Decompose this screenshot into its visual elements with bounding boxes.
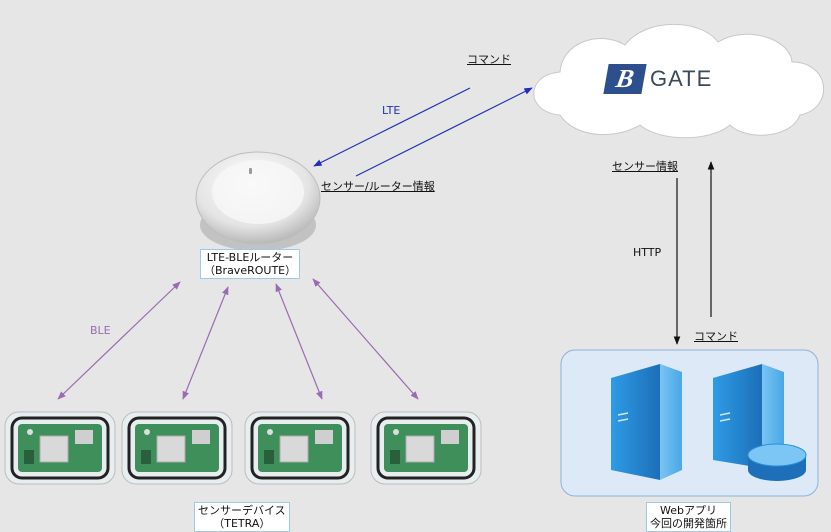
lte-label: LTE (382, 104, 401, 117)
sensor-name-line1: センサーデバイス (198, 504, 286, 517)
server-icon (611, 364, 682, 480)
router-icon (195, 151, 321, 251)
sensor-device-icon (244, 411, 356, 485)
webapp-name-line1: Webアプリ (660, 504, 717, 517)
ble-label: BLE (90, 324, 111, 337)
ble-arrow-3 (275, 283, 323, 400)
sensor-device-icon (121, 411, 233, 485)
ble-arrow-1 (57, 281, 181, 400)
sensor-router-info-label: センサー/ルーター情報 (321, 180, 435, 193)
router-name-line1: LTE-BLEルーター (206, 251, 294, 264)
webapp-name-box: Webアプリ 今回の開発箇所 (646, 502, 731, 532)
webapp-name-line2: 今回の開発箇所 (650, 517, 727, 530)
sensor-device-icon (370, 411, 482, 485)
server-icon (713, 364, 784, 468)
lte-downlink-arrow (313, 87, 471, 167)
router-name-line2: （BraveROUTE） (204, 264, 297, 277)
ble-arrow-2 (182, 286, 229, 400)
lte-uplink-arrow (355, 87, 533, 177)
sensor-device-icon (4, 411, 116, 485)
command-right-label: コマンド (694, 330, 738, 343)
cloud-icon (533, 23, 825, 139)
sensor-name-box: センサーデバイス （TETRA） (194, 502, 290, 532)
http-label: HTTP (633, 246, 662, 259)
bvgate-logo-icon: B (603, 64, 647, 94)
ble-arrow-4 (312, 278, 419, 400)
bvgate-logo-text: GATE (650, 66, 713, 91)
bvgate-logo: B GATE (603, 62, 713, 96)
database-icon (747, 443, 807, 481)
command-top-label: コマンド (467, 53, 511, 66)
sensor-info-label: センサー情報 (612, 160, 678, 173)
router-name-box: LTE-BLEルーター （BraveROUTE） (200, 249, 301, 279)
sensor-name-line2: （TETRA） (213, 517, 271, 530)
